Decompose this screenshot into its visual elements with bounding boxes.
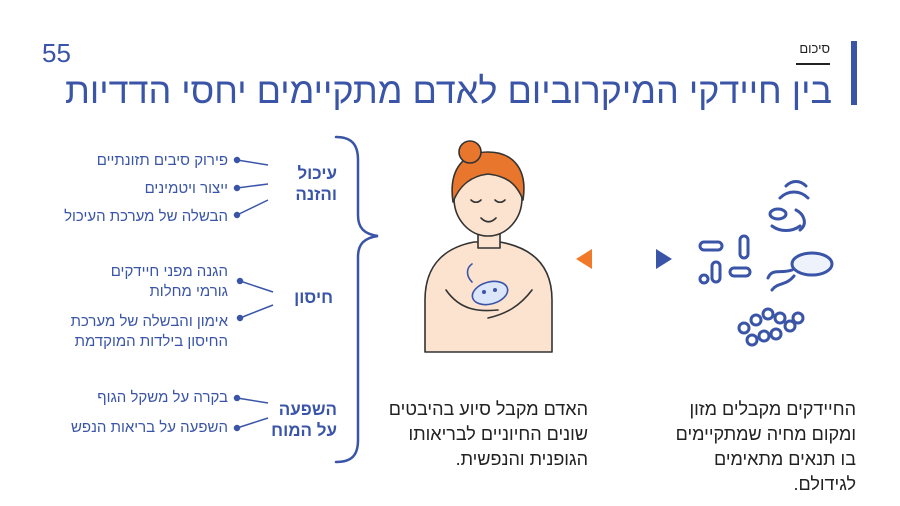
bullet-item: בקרה על משקל הגוף [97,389,228,406]
bullet-item: ייצור ויטמינים [144,180,228,197]
connector-lines [233,156,274,432]
category-brain: השפעה על המוח [271,400,337,440]
category-digestion: עיכול והזנה [295,164,337,204]
human-caption: האדם מקבל סיוע בהיבטים שונים החיוניים לב… [388,399,588,469]
bullet-item: השפעה על בריאות הנפש [70,419,228,436]
accent-bar [851,41,857,105]
bullet-item: אימון והבשלה של מערכת החיסון בילדות המוק… [70,313,228,350]
person-hugging-microbe-icon [424,140,553,353]
bacteria-cluster-icon [698,180,834,347]
page-number: 55 [42,38,71,68]
category-immunity: חיסון [294,288,333,307]
bacteria-caption: החיידקים מקבלים מזון ומקום מחיה שמתקיימי… [675,399,856,494]
bullet-item: הגנה מפני חיידקים גורמי מחלות [110,263,228,300]
mutual-arrow-icon [576,249,672,269]
section-underline [796,63,830,65]
bullet-item: הבשלה של מערכת העיכול [64,208,228,225]
bullet-item: פירוק סיבים תזונתיים [96,152,228,169]
section-label: סיכום [799,41,830,56]
page-title: בין חיידקי המיקרוביום לאדם מתקיימים יחסי… [65,70,832,111]
curly-brace-icon [334,135,379,464]
